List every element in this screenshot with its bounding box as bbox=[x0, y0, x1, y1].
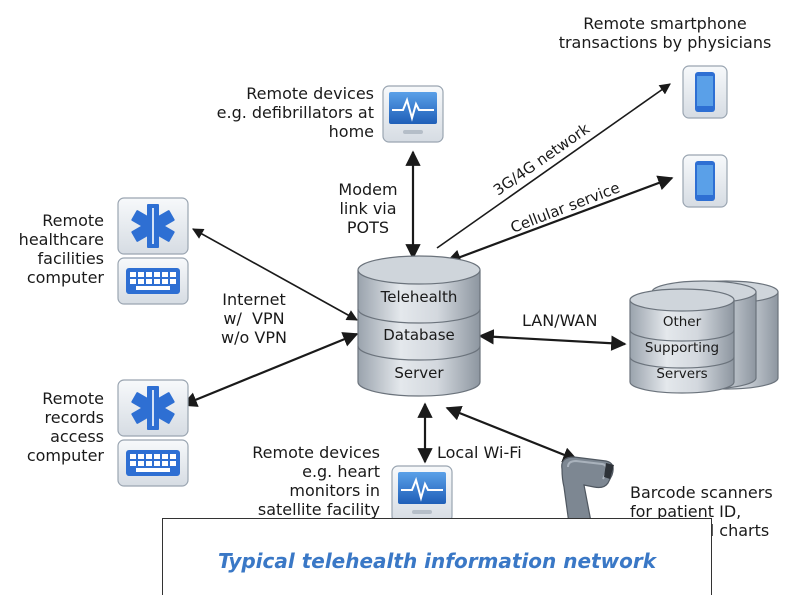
figure-caption: Typical telehealth information network bbox=[217, 549, 656, 573]
label-remote-records: Remote records access computer bbox=[26, 389, 104, 465]
caption-box: Typical telehealth information network bbox=[162, 518, 712, 595]
label-remote-devices-heart: Remote devices e.g. heart monitors in sa… bbox=[252, 443, 380, 519]
medical-computer-icon bbox=[117, 379, 189, 487]
label-remote-devices-home: Remote devices e.g. defibrillators at ho… bbox=[216, 84, 374, 141]
label-barcode-scanners: Barcode scanners for patient ID, meds, a… bbox=[630, 483, 773, 540]
other-supporting-servers: Other Supporting Servers bbox=[629, 280, 779, 394]
monitor-icon bbox=[391, 465, 453, 523]
arrow-barcode bbox=[445, 405, 579, 463]
label-local-wifi: Local Wi-Fi bbox=[437, 443, 522, 462]
arrow-lan-wan bbox=[478, 329, 627, 351]
servers-label-line3: Servers bbox=[656, 366, 707, 382]
label-cellular-service: Cellular service bbox=[508, 179, 622, 237]
label-modem-link: Modem link via POTS bbox=[338, 180, 398, 237]
telehealth-database-server: Telehealth Database Server bbox=[357, 255, 481, 397]
label-remote-smartphone: Remote smartphone transactions by physic… bbox=[558, 14, 772, 52]
label-remote-healthcare: Remote healthcare facilities computer bbox=[18, 211, 104, 287]
arrow-internet-novpn bbox=[181, 332, 359, 407]
db-label-line3: Server bbox=[394, 364, 444, 382]
db-label-line1: Telehealth bbox=[380, 288, 458, 306]
connection-arrows bbox=[181, 83, 674, 464]
label-lan-wan: LAN/WAN bbox=[522, 311, 598, 330]
label-3g4g-network: 3G/4G network bbox=[490, 119, 593, 199]
smartphone-icon bbox=[682, 154, 728, 208]
monitor-icon bbox=[382, 85, 444, 143]
label-internet-vpn: Internet w/ VPN w/o VPN bbox=[221, 290, 287, 347]
smartphone-icon bbox=[682, 65, 728, 119]
servers-label-line1: Other bbox=[663, 314, 702, 330]
db-label-line2: Database bbox=[383, 326, 455, 344]
arrow-cellular-service bbox=[445, 175, 674, 265]
medical-computer-icon bbox=[117, 197, 189, 305]
servers-label-line2: Supporting bbox=[645, 340, 719, 356]
arrow-internet-vpn bbox=[192, 228, 358, 321]
